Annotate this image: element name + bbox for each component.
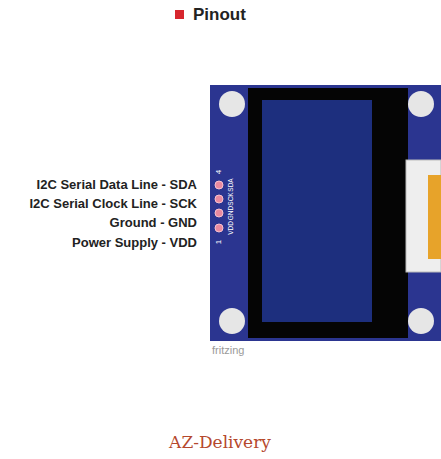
mounting-hole	[408, 308, 434, 334]
watermark: fritzing	[212, 344, 244, 356]
pin-number: 4	[215, 170, 224, 174]
pin-description: Ground - GND	[110, 216, 197, 230]
pin-description: I2C Serial Data Line - SDA	[37, 178, 197, 192]
pin-name: GND	[227, 206, 234, 220]
mounting-hole	[219, 91, 245, 117]
pin-name: SCK	[227, 192, 234, 205]
flex-cable	[406, 160, 441, 272]
pin-description: I2C Serial Clock Line - SCK	[29, 197, 197, 211]
flex-connector	[428, 175, 441, 259]
page-title: Pinout	[193, 6, 246, 25]
brand-logo: AZ-Delivery	[169, 433, 271, 452]
display-area	[262, 100, 372, 322]
screen-frame	[248, 88, 408, 338]
pin-pads	[215, 181, 223, 232]
pin-name: SDA	[227, 178, 234, 191]
title-bullet	[175, 10, 184, 19]
pcb-board	[210, 85, 441, 341]
pin-description: Power Supply - VDD	[72, 236, 197, 250]
pin-name: VDD	[227, 221, 234, 235]
mounting-hole	[219, 308, 245, 334]
pin-number: 1	[215, 240, 224, 244]
mounting-hole	[408, 91, 434, 117]
